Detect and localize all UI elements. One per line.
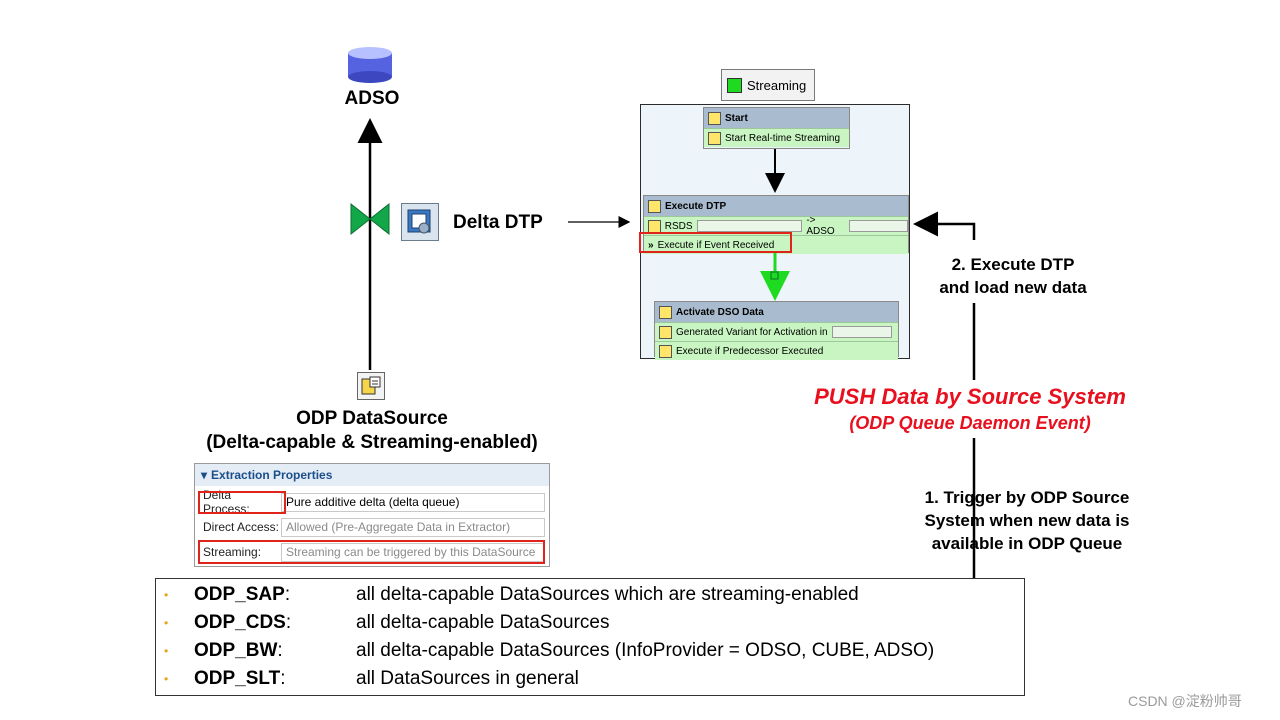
dtp-icon [401, 203, 439, 241]
process-chain-panel: Start Start Real-time Streaming Execute … [639, 104, 910, 360]
extraction-properties-header[interactable]: ▾ Extraction Properties [195, 464, 549, 486]
bullet-icon: • [164, 644, 169, 658]
start-node-row: Start Real-time Streaming [725, 132, 841, 144]
property-row: Streaming: Streaming can be triggered by… [195, 540, 549, 564]
push-title: PUSH Data by Source System [814, 384, 1126, 409]
streaming-badge[interactable]: Streaming [721, 69, 815, 101]
datasource-label: ODP DataSource (Delta-capable & Streamin… [180, 407, 564, 455]
valve-left-icon [350, 202, 371, 236]
rsds-field [696, 220, 803, 232]
event-icon: » [648, 239, 654, 251]
property-row: Direct Access: Allowed (Pre-Aggregate Da… [195, 515, 549, 539]
datasource-label-line2: (Delta-capable & Streaming-enabled) [206, 432, 538, 453]
collapse-icon: ▾ [201, 468, 208, 482]
extraction-properties-panel: ▾ Extraction Properties Delta Process: P… [194, 463, 550, 567]
streaming-highlight [198, 540, 545, 564]
chain-connectors [760, 149, 790, 301]
dtp-small-icon [648, 199, 661, 213]
predecessor-icon [659, 344, 672, 358]
variant-icon [659, 325, 672, 339]
delta-process-field[interactable]: Pure additive delta (delta queue) [281, 492, 545, 512]
adso-target-label: -> ADSO [806, 215, 835, 237]
execute-event-label: Execute if Event Received [657, 239, 775, 251]
activate-icon [659, 305, 672, 319]
valve-right-icon [369, 202, 390, 236]
datasource-label-line1: ODP DataSource [296, 408, 448, 429]
list-item: • ODP_CDS: all delta-capable DataSources [164, 612, 610, 633]
activate-row1: Generated Variant for Activation in [676, 326, 828, 338]
start-node[interactable]: Start Start Real-time Streaming [703, 107, 850, 149]
adso-label: ADSO [344, 88, 400, 109]
variant-icon [708, 131, 721, 145]
bullet-icon: • [164, 672, 169, 686]
watermark: CSDN @淀粉帅哥 [1128, 693, 1242, 709]
direct-access-field[interactable]: Allowed (Pre-Aggregate Data in Extractor… [281, 517, 545, 537]
step1-label: 1. Trigger by ODP Source System when new… [924, 488, 1130, 553]
push-subtitle: (ODP Queue Daemon Event) [849, 413, 1091, 433]
event-highlight [639, 232, 792, 253]
datasource-icon [357, 372, 385, 400]
delta-process-highlight [198, 491, 286, 514]
execute-arrow [913, 211, 976, 240]
start-icon [708, 111, 721, 125]
list-item: • ODP_BW: all delta-capable DataSources … [164, 640, 935, 661]
execute-node-title: Execute DTP [665, 200, 727, 212]
activate-node-title: Activate DSO Data [676, 306, 764, 318]
database-icon [348, 47, 392, 83]
delta-dtp-label: Delta DTP [453, 212, 543, 233]
streaming-status-icon [727, 77, 742, 93]
activate-row2: Execute if Predecessor Executed [676, 345, 824, 357]
step2-label: 2. Execute DTP and load new data [939, 255, 1087, 297]
adso-field [849, 220, 908, 232]
activation-field [831, 326, 892, 338]
odp-context-list: • ODP_SAP: all delta-capable DataSources… [155, 578, 1025, 696]
list-item: • ODP_SAP: all delta-capable DataSources… [164, 584, 859, 605]
bullet-icon: • [164, 616, 169, 630]
start-node-title: Start [725, 112, 748, 124]
push-label: PUSH Data by Source System (ODP Queue Da… [790, 384, 1150, 434]
streaming-badge-label: Streaming [747, 77, 807, 93]
bullet-icon: • [164, 588, 169, 602]
list-item: • ODP_SLT: all DataSources in general [164, 668, 579, 689]
rsds-label: RSDS [664, 220, 693, 232]
activate-dso-node[interactable]: Activate DSO Data Generated Variant for … [654, 301, 899, 360]
